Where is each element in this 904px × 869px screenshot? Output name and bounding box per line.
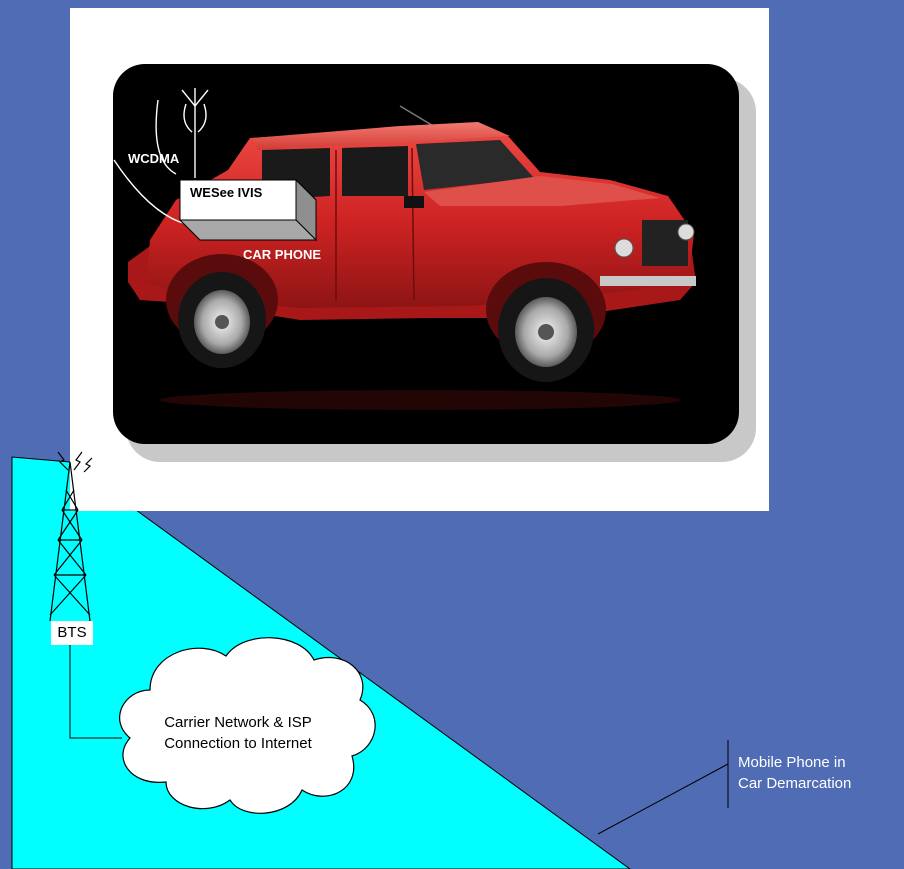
cloud-label-line1: Carrier Network & ISP <box>108 712 368 733</box>
bts-label: BTS <box>51 621 93 645</box>
demarcation-leader <box>598 764 728 834</box>
demarcation-label-line2: Car Demarcation <box>738 773 851 794</box>
car-phone-label: CAR PHONE <box>243 247 321 262</box>
cloud-label-line2: Connection to Internet <box>108 733 368 754</box>
cloud-label: Carrier Network & ISP Connection to Inte… <box>108 712 368 754</box>
demarcation-label: Mobile Phone in Car Demarcation <box>738 752 851 794</box>
headlight-left <box>615 239 633 257</box>
wcdma-label: WCDMA <box>128 151 179 166</box>
demarcation-label-line1: Mobile Phone in <box>738 752 851 773</box>
headlight-right <box>678 224 694 240</box>
wesee-ivis-label: WESee IVIS <box>190 185 262 200</box>
